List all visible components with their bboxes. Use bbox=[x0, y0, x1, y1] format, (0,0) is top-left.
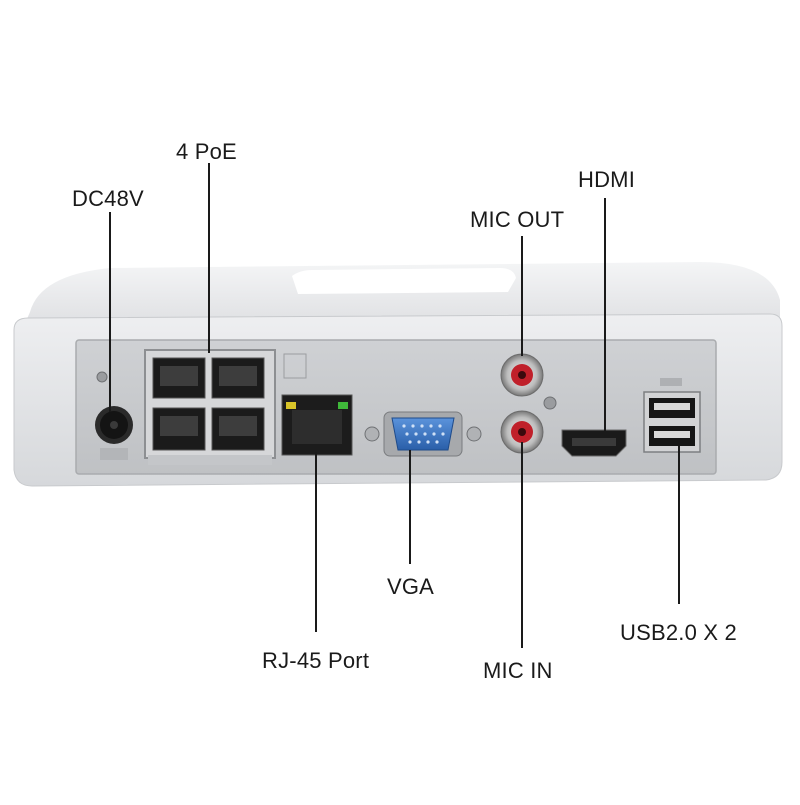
usb-ports bbox=[643, 378, 701, 453]
leader-line-poe bbox=[208, 163, 210, 353]
label-usb: USB2.0 X 2 bbox=[620, 620, 737, 645]
leader-line-rj45 bbox=[315, 452, 317, 632]
label-mic-out: MIC OUT bbox=[470, 207, 565, 232]
leader-line-mic-in bbox=[521, 442, 523, 648]
label-rj45: RJ-45 Port bbox=[262, 648, 370, 673]
rj45-port bbox=[281, 353, 353, 456]
leader-line-dc48v bbox=[109, 212, 111, 412]
mic-in-rca bbox=[500, 396, 557, 454]
label-mic-in: MIC IN bbox=[483, 658, 553, 683]
dc-power-jack bbox=[95, 371, 133, 460]
vga-port bbox=[364, 411, 482, 457]
poe-ports bbox=[144, 349, 276, 465]
label-vga: VGA bbox=[387, 574, 435, 599]
leader-line-usb bbox=[678, 446, 680, 604]
hdmi-port bbox=[561, 429, 627, 457]
leader-line-mic-out bbox=[521, 236, 523, 356]
mic-out-rca bbox=[500, 353, 544, 397]
leader-line-vga bbox=[409, 450, 411, 564]
leader-line-hdmi bbox=[604, 198, 606, 434]
top-slot bbox=[292, 268, 516, 294]
label-dc48v: DC48V bbox=[72, 186, 144, 211]
label-poe: 4 PoE bbox=[176, 139, 237, 164]
label-hdmi: HDMI bbox=[578, 167, 636, 192]
